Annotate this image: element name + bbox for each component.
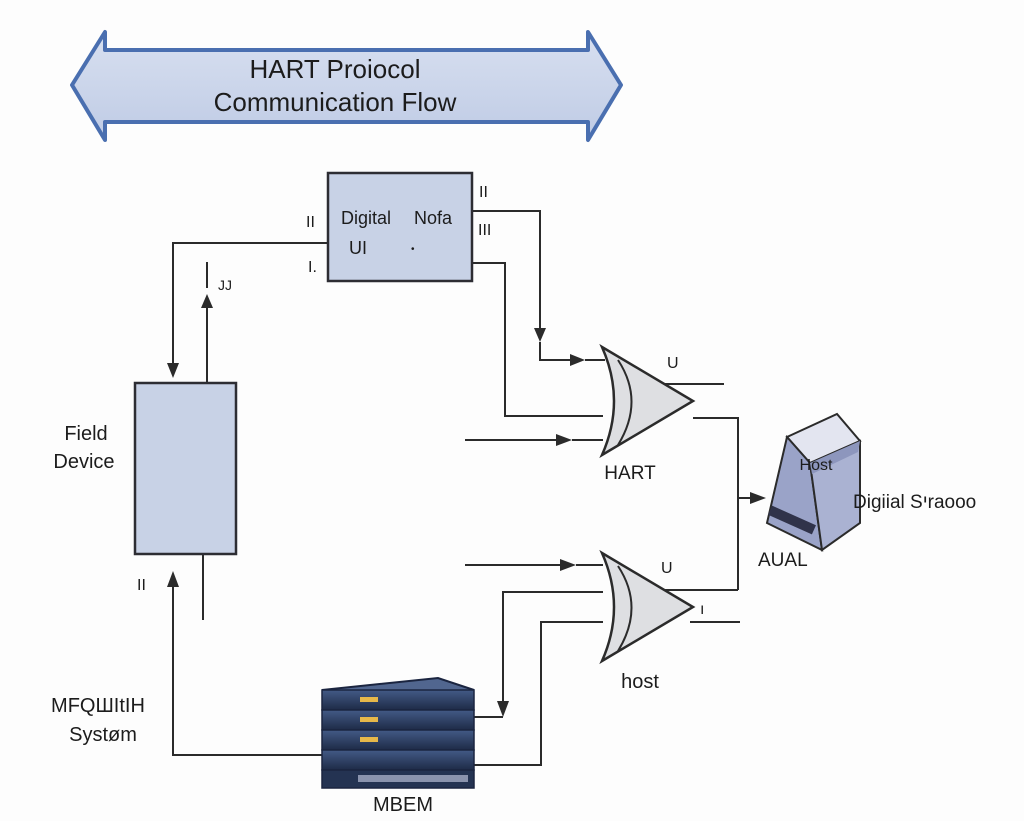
field-device-label-line1: Field	[64, 423, 107, 445]
digital-unit-label-d: •	[411, 244, 415, 255]
gate-bottom-label: host	[621, 671, 659, 693]
gate-top-inner-curve	[617, 359, 633, 446]
gate-bottom-inner-curve	[617, 565, 633, 652]
digital-unit-label-b: Nofa	[414, 208, 453, 228]
gate-bottom-pin: U	[661, 560, 673, 577]
server-stack-icon: MFQШItIH Systøm MBEM	[51, 676, 475, 816]
arrowhead-icon	[201, 294, 213, 308]
field-device: Field Device JJ II	[53, 277, 238, 594]
arrowhead-icon	[556, 434, 572, 446]
gate-top-pin: U	[667, 355, 679, 372]
arrowhead-icon	[534, 328, 546, 342]
server-led-2	[360, 717, 378, 722]
digital-unit-label-a: Digital	[341, 208, 391, 228]
digital-unit-label-c: UI	[349, 238, 367, 258]
wire-branch-to-gate-top	[539, 342, 572, 361]
server-unit-2	[321, 709, 475, 731]
wire-digital-to-field	[172, 242, 328, 365]
pin-right-mid: III	[478, 222, 491, 239]
digital-unit: Digital Nofa UI • II I. II III	[306, 171, 491, 283]
field-device-arrow-label: JJ	[218, 277, 232, 293]
gate-top: U HART	[599, 343, 696, 484]
gate-bottom-tick: ı	[700, 601, 704, 618]
arrowhead-icon	[560, 559, 576, 571]
server-led-1	[360, 697, 378, 702]
field-device-label-line2: Device	[53, 451, 114, 473]
double-arrow-banner-shape	[70, 30, 623, 142]
mesh-system-label-line2: Systøm	[69, 724, 137, 746]
host-device-icon: Host Digiial Sיraooo AUAL	[758, 412, 976, 571]
arrowhead-icon	[497, 701, 509, 717]
host-caption: Digiial Sיraooo	[853, 492, 976, 513]
wire-server-to-field	[172, 585, 322, 756]
digital-unit-box	[326, 171, 474, 283]
host-side-face-dark	[810, 441, 860, 474]
wire-digital-to-gate-top	[472, 210, 541, 330]
and-gate-symbol	[599, 343, 696, 459]
arrowhead-icon	[750, 492, 766, 504]
gate-bottom: U ı host	[599, 549, 704, 693]
field-device-pin-bottom: II	[137, 577, 146, 594]
pin-left-bottom: I.	[308, 259, 317, 276]
server-unit-4	[321, 749, 475, 771]
wire-gate-top-output	[693, 417, 739, 590]
banner-title-line2: Communication Flow	[214, 87, 457, 117]
host-sub-caption: AUAL	[758, 550, 808, 571]
host-label: Host	[800, 457, 833, 474]
mesh-system-label-line1: MFQШItIH	[51, 695, 145, 717]
server-unit-1	[321, 689, 475, 711]
gate-top-label: HART	[604, 463, 656, 484]
host-port-strip	[768, 505, 816, 535]
wire-digital-lower-to-gate	[472, 262, 603, 417]
connection-wires	[167, 210, 766, 766]
title-banner: HART Proiocol Communication Flow	[70, 30, 623, 142]
pin-left-top: II	[306, 214, 315, 231]
server-unit-3	[321, 729, 475, 751]
server-led-3	[360, 737, 378, 742]
wire-server-out	[474, 621, 603, 766]
wire-gate-bottom-to-server	[502, 591, 603, 703]
pin-right-top: II	[479, 184, 488, 201]
banner-title-line1: HART Proiocol	[250, 54, 421, 84]
server-vent-strip	[358, 775, 468, 782]
and-gate-symbol	[599, 549, 696, 665]
server-device-label: MBEM	[373, 794, 433, 816]
arrowhead-icon	[167, 363, 179, 378]
field-device-box	[133, 381, 238, 556]
arrowhead-icon	[570, 354, 585, 366]
arrowhead-icon	[167, 571, 179, 587]
